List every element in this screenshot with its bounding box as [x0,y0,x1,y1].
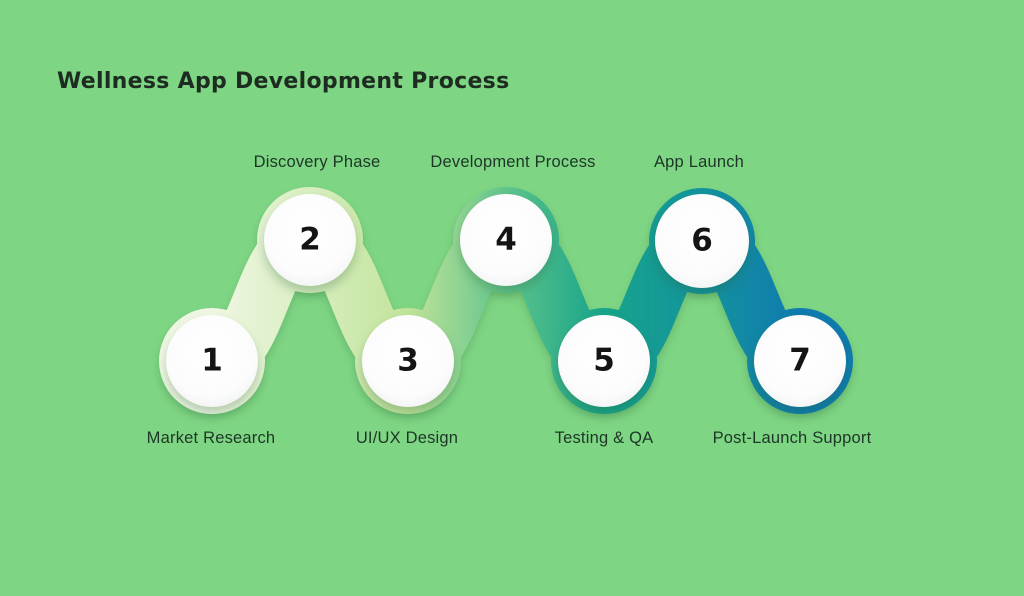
step-circle-1 [166,315,258,407]
step-label-uiux-design: UI/UX Design [355,429,459,447]
step-number-1: 1 [201,342,223,379]
step-circle-5 [558,315,650,407]
step-label-testing-qa: Testing & QA [554,429,654,447]
step-circle-3 [362,315,454,407]
step-label-development-process: Development Process [430,153,596,171]
step-number-2: 2 [299,221,321,258]
step-circles [166,194,846,407]
step-label-market-research: Market Research [146,429,276,447]
step-label-post-launch-support: Post-Launch Support [712,429,872,447]
step-number-6: 6 [691,222,713,259]
step-number-7: 7 [789,342,811,379]
page-title: Wellness App Development Process [57,68,510,94]
step-number-4: 4 [495,221,517,258]
step-circle-2 [264,194,356,286]
step-number-3: 3 [397,342,419,379]
step-circle-4 [460,194,552,286]
step-number-5: 5 [593,342,615,379]
step-circle-6 [655,194,749,288]
step-label-discovery-phase: Discovery Phase [253,153,381,171]
step-circle-7 [754,315,846,407]
step-label-app-launch: App Launch [653,153,745,171]
